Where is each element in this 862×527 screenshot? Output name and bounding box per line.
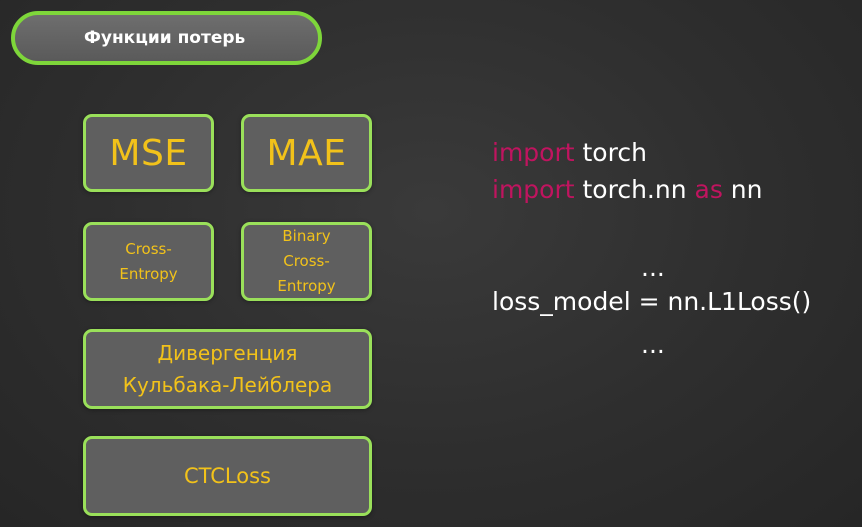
code-text: torch.nn [574,175,695,204]
slide-title-text: Функции потерь [84,28,246,48]
slide-title: Функции потерь [11,11,322,65]
mae-label: MAE [266,132,347,174]
code-keyword: as [694,175,723,204]
ctc-loss-box: CTCLoss [83,436,372,516]
binary-cross-entropy-label: Binary Cross- Entropy [277,227,336,295]
code-line-loss-model: loss_model = nn.L1Loss() [492,287,812,316]
mae-box: MAE [241,114,372,192]
code-text: nn [722,175,763,204]
code-keyword: import [492,175,575,204]
code-line-import-torch: import torch [492,138,647,167]
code-line-import-nn: import torch.nn as nn [492,175,763,204]
code-text: torch [574,138,647,167]
cross-entropy-box: Cross- Entropy [83,222,214,301]
code-ellipsis-bottom: ... [641,330,665,359]
ctc-loss-label: CTCLoss [184,464,271,488]
code-ellipsis-top: ... [641,253,665,282]
kl-divergence-label: Дивергенция Кульбака-Лейблера [122,341,333,397]
binary-cross-entropy-box: Binary Cross- Entropy [241,222,372,301]
code-keyword: import [492,138,575,167]
cross-entropy-label: Cross- Entropy [119,239,178,283]
mse-box: MSE [83,114,214,192]
mse-label: MSE [109,132,188,174]
kl-divergence-box: Дивергенция Кульбака-Лейблера [83,329,372,409]
